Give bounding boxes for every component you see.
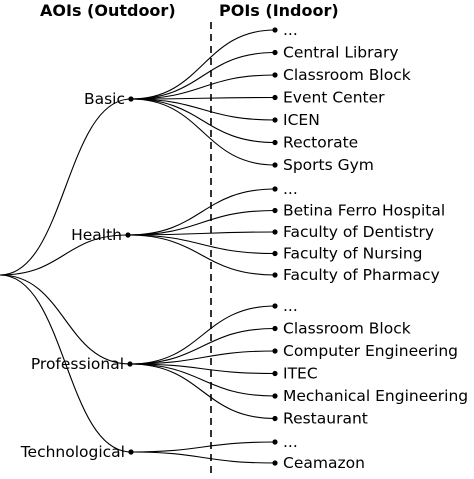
- edge-health-to-betina-ferro-hospital: [127, 209, 276, 236]
- poi-label-basic-event-center: Event Center: [283, 89, 385, 107]
- edge-technological-to-ceamazon: [130, 451, 276, 464]
- edge-basic-to-event-center: [130, 96, 276, 100]
- edge-basic-to-sports-gym: [130, 98, 276, 166]
- poi-node-professional-mechanical-engineering: [272, 393, 278, 399]
- edge-basic-to-central-library: [130, 51, 276, 100]
- aoi-node-health: [125, 232, 131, 238]
- aoi-node-technological: [128, 449, 134, 455]
- poi-node-technological-ceamazon: [272, 460, 278, 466]
- aoi-node-professional: [127, 361, 133, 367]
- poi-node-professional-classroom-block: [272, 325, 278, 332]
- poi-label-professional-classroom-block: Classroom Block: [283, 320, 411, 338]
- edge-professional-to-itec: [129, 363, 276, 375]
- poi-node-basic-sports-gym: [272, 162, 278, 168]
- poi-node-health-faculty-of-dentistry: [272, 229, 278, 235]
- poi-label-professional-mechanical-engineering: Mechanical Engineering: [283, 387, 468, 405]
- poi-label-health-more: ...: [283, 180, 298, 198]
- poi-node-basic-rectorate: [272, 139, 278, 146]
- poi-node-health-faculty-of-nursing: [272, 250, 278, 257]
- aoi-label-basic: Basic: [84, 90, 125, 108]
- poi-node-basic-more: [272, 27, 278, 33]
- poi-label-professional-more: ...: [283, 297, 298, 315]
- edge-professional-to-more: [129, 305, 276, 365]
- edge-technological-to-more: [130, 441, 276, 453]
- poi-node-technological-more: [272, 439, 278, 445]
- poi-label-basic-more: ...: [283, 21, 298, 39]
- poi-node-professional-computer-engineering: [272, 348, 278, 354]
- edge-health-to-more: [127, 188, 276, 236]
- header-indoor: POIs (Indoor): [219, 1, 339, 20]
- edge-basic-to-more: [130, 29, 276, 100]
- poi-node-health-more: [272, 186, 278, 192]
- poi-label-health-faculty-of-pharmacy: Faculty of Pharmacy: [283, 266, 440, 284]
- edges-layer: [0, 29, 276, 464]
- edge-root-to-health: [0, 234, 129, 276]
- poi-label-basic-sports-gym: Sports Gym: [283, 156, 374, 174]
- edge-basic-to-icen: [130, 98, 276, 121]
- aoi-label-health: Health: [71, 226, 122, 244]
- poi-node-professional-more: [272, 303, 278, 309]
- edge-professional-to-restaurant: [129, 363, 276, 420]
- poi-node-health-betina-ferro-hospital: [272, 207, 278, 214]
- poi-node-basic-event-center: [272, 94, 278, 101]
- poi-node-basic-classroom-block: [272, 72, 278, 78]
- edge-professional-to-mechanical-engineering: [129, 363, 276, 397]
- edge-basic-to-classroom-block: [130, 74, 276, 100]
- poi-label-basic-central-library: Central Library: [283, 44, 399, 62]
- edge-health-to-faculty-of-dentistry: [127, 231, 276, 236]
- edge-root-to-professional: [0, 274, 131, 365]
- edge-basic-to-rectorate: [130, 98, 276, 144]
- poi-node-basic-icen: [272, 117, 278, 123]
- poi-label-basic-icen: ICEN: [283, 111, 320, 129]
- edge-health-to-faculty-of-pharmacy: [127, 234, 276, 276]
- aoi-label-professional: Professional: [31, 355, 124, 373]
- poi-node-health-faculty-of-pharmacy: [272, 272, 278, 278]
- poi-label-technological-more: ...: [283, 433, 298, 451]
- edge-professional-to-classroom-block: [129, 327, 276, 365]
- poi-label-basic-classroom-block: Classroom Block: [283, 66, 411, 84]
- aoi-label-technological: Technological: [20, 443, 125, 461]
- poi-label-health-faculty-of-nursing: Faculty of Nursing: [283, 245, 423, 263]
- header-outdoor: AOIs (Outdoor): [40, 1, 176, 20]
- poi-node-professional-restaurant: [272, 415, 278, 422]
- edge-professional-to-computer-engineering: [129, 350, 276, 365]
- poi-label-professional-computer-engineering: Computer Engineering: [283, 342, 458, 360]
- edge-root-to-technological: [0, 274, 132, 453]
- poi-node-professional-itec: [272, 370, 278, 377]
- poi-label-professional-itec: ITEC: [283, 365, 318, 383]
- poi-label-basic-rectorate: Rectorate: [283, 134, 358, 152]
- poi-label-professional-restaurant: Restaurant: [283, 410, 368, 428]
- edge-root-to-basic: [0, 98, 132, 276]
- aoi-node-basic: [128, 96, 134, 102]
- poi-label-health-faculty-of-dentistry: Faculty of Dentistry: [283, 223, 434, 241]
- poi-node-basic-central-library: [272, 49, 278, 56]
- edge-health-to-faculty-of-nursing: [127, 234, 276, 255]
- poi-label-health-betina-ferro-hospital: Betina Ferro Hospital: [283, 202, 445, 220]
- poi-label-technological-ceamazon: Ceamazon: [283, 454, 365, 472]
